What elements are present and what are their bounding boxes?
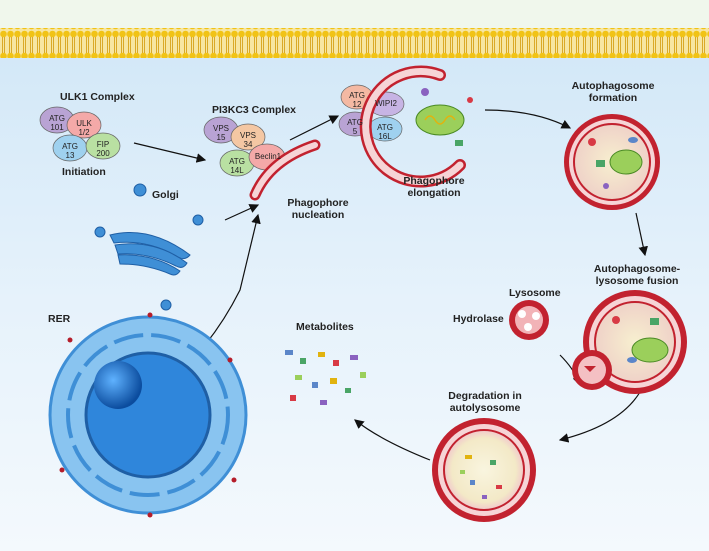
- label-initiation: Initiation: [62, 166, 106, 178]
- extracellular-band: [0, 0, 709, 28]
- pi3kc3-complex: [203, 116, 286, 177]
- golgi-apparatus: [94, 183, 204, 311]
- autolysosome: [432, 418, 536, 522]
- protein-beclin1: Beclin1: [254, 152, 282, 161]
- label-golgi: Golgi: [152, 189, 179, 201]
- plasma-membrane: [0, 28, 709, 58]
- protein-wipi2: WIPI2: [375, 99, 397, 108]
- label-autophagosome-lysosome-fusion: Autophagosome-lysosome fusion: [593, 263, 681, 287]
- lysosome: [509, 300, 549, 340]
- label-rer: RER: [48, 313, 71, 325]
- label-hydrolase: Hydrolase: [453, 313, 504, 325]
- metabolites: [285, 350, 366, 405]
- label-ulk1-complex: ULK1 Complex: [60, 91, 135, 103]
- phagophore-elongation: [359, 65, 473, 188]
- rer-and-nucleus: [48, 312, 248, 518]
- autophagosome: [564, 114, 660, 210]
- label-metabolites: Metabolites: [296, 321, 354, 333]
- ulk1-complex: [39, 106, 121, 162]
- autophagosome-lysosome-fusion: [572, 290, 687, 394]
- label-lysosome: Lysosome: [509, 287, 561, 299]
- label-pi3kc3-complex: PI3KC3 Complex: [212, 104, 297, 116]
